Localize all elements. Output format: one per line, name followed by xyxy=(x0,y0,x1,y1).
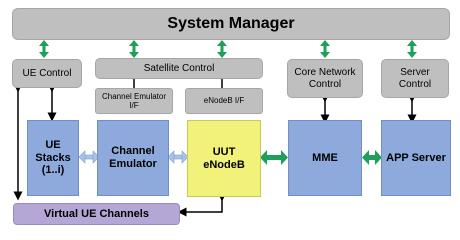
ue-stacks-box: UE Stacks (1..i) xyxy=(27,120,79,196)
core-network-control-line2: Control xyxy=(308,78,342,90)
app-server-label: APP Server xyxy=(386,151,446,164)
uut-enodeb-box: UUT eNodeB xyxy=(187,120,261,197)
system-manager-label: System Manager xyxy=(167,14,295,32)
mme-to-app-server-arrow xyxy=(362,150,382,165)
channel-emulator-if-line2: I/F xyxy=(129,101,139,110)
ue-control-label: UE Control xyxy=(22,67,72,79)
channel-emulator-if-box: Channel Emulator I/F xyxy=(95,88,173,114)
sysmgr-to-ue-control-arrow xyxy=(39,40,49,58)
uut-line2: eNodeB xyxy=(203,158,245,171)
app-server-box: APP Server xyxy=(381,120,451,196)
channel-emulator-line2: Emulator xyxy=(109,158,157,170)
ue-stacks-line2: Stacks xyxy=(35,151,71,164)
ue-control-box: UE Control xyxy=(12,59,82,88)
virtual-ue-channels-label: Virtual UE Channels xyxy=(44,207,149,220)
connectors-layer xyxy=(13,40,417,217)
enodeb-if-label: eNodeB I/F xyxy=(203,96,245,106)
core-network-control-box: Core Network Control xyxy=(287,59,363,98)
channel-emulator-line1: Channel xyxy=(111,145,155,158)
uut-to-mme-arrow xyxy=(260,150,288,165)
mme-box: MME xyxy=(288,120,362,196)
core-network-control-line1: Core Network xyxy=(294,67,356,78)
satellite-control-label: Satellite Control xyxy=(143,62,215,74)
server-control-line2: Control xyxy=(398,78,432,90)
sysmgr-to-core-network-control-arrow xyxy=(320,40,330,58)
sysmgr-to-server-control-arrow xyxy=(407,40,417,58)
uut-line1: UUT xyxy=(212,145,236,158)
mme-label: MME xyxy=(312,151,338,164)
sysmgr-to-satellite-control-arrow-1 xyxy=(129,40,139,58)
ue-stacks-line3: (1..i) xyxy=(41,164,65,177)
ue-stacks-to-channel-emulator-arrow xyxy=(78,150,100,164)
server-control-line1: Server xyxy=(400,67,430,78)
sysmgr-to-satellite-control-arrow-2 xyxy=(217,40,227,58)
system-manager-box: System Manager xyxy=(12,8,450,40)
virtual-ue-channels-box: Virtual UE Channels xyxy=(13,203,180,225)
ue-stacks-line1: UE xyxy=(45,139,61,152)
satellite-control-box: Satellite Control xyxy=(95,58,263,79)
channel-emulator-to-uut-arrow xyxy=(167,150,189,164)
uut-to-virtual-channels-arrow xyxy=(177,192,227,217)
channel-emulator-box: Channel Emulator xyxy=(97,120,169,196)
enodeb-if-box: eNodeB I/F xyxy=(185,88,263,114)
server-control-box: Server Control xyxy=(381,59,449,98)
channel-emulator-if-line1: Channel Emulator xyxy=(101,91,167,101)
